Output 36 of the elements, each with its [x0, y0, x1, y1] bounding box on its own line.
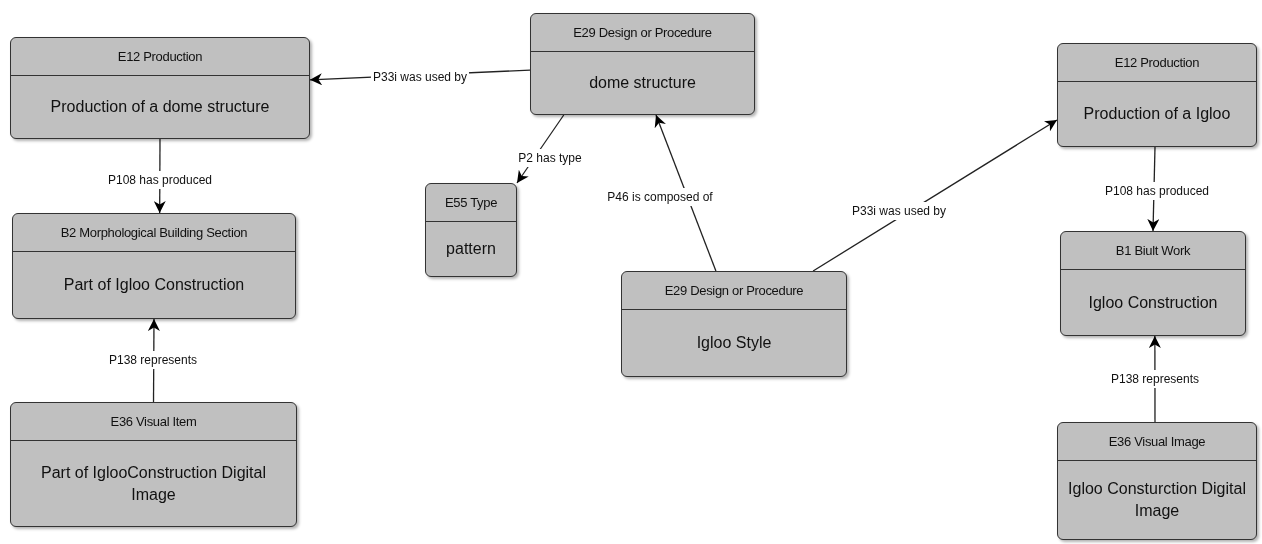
edge-label: P33i was used by [849, 202, 949, 220]
edge-label: P108 has produced [1102, 182, 1212, 200]
edge-label: P2 has type [516, 149, 584, 167]
entity-box [1060, 231, 1246, 336]
entity-box [621, 271, 847, 377]
instance-name: Production of a dome structure [50, 97, 270, 118]
edge-label: P108 has produced [105, 171, 215, 189]
class-header: E12 Production [11, 38, 309, 76]
entity-box [1057, 43, 1257, 147]
instance-name: Part of IglooConstruction Digital Image [40, 462, 267, 505]
entity-box [10, 402, 297, 527]
instance-name: Igloo Style [696, 333, 772, 354]
class-header: B2 Morphological Building Section [13, 214, 295, 252]
entity-box [1057, 422, 1257, 540]
instance-name: pattern [446, 239, 496, 260]
entity-box [10, 37, 310, 139]
class-header: E36 Visual Item [11, 403, 296, 441]
class-header: E12 Production [1058, 44, 1256, 82]
class-header: E29 Design or Procedure [531, 14, 754, 52]
edge-label: P138 represents [1108, 370, 1202, 388]
arrow [654, 114, 717, 272]
entity-box [12, 213, 296, 319]
class-header: E29 Design or Procedure [622, 272, 846, 310]
instance-name: Part of Igloo Construction [63, 275, 245, 296]
class-header: E55 Type [426, 184, 516, 222]
instance-name: Igloo Construction [1088, 292, 1218, 313]
instance-name: Production of a Igloo [1083, 104, 1231, 125]
edge-label: P46 is composed of [605, 188, 715, 206]
class-header: B1 Biult Work [1061, 232, 1245, 270]
instance-name: dome structure [589, 73, 696, 94]
arrow [812, 119, 1058, 272]
entity-box [425, 183, 517, 277]
instance-name: Igloo Consturction Digital Image [1067, 479, 1247, 521]
entity-box [530, 13, 755, 115]
edge-label: P138 represents [106, 351, 200, 369]
class-header: E36 Visual Image [1058, 423, 1256, 461]
